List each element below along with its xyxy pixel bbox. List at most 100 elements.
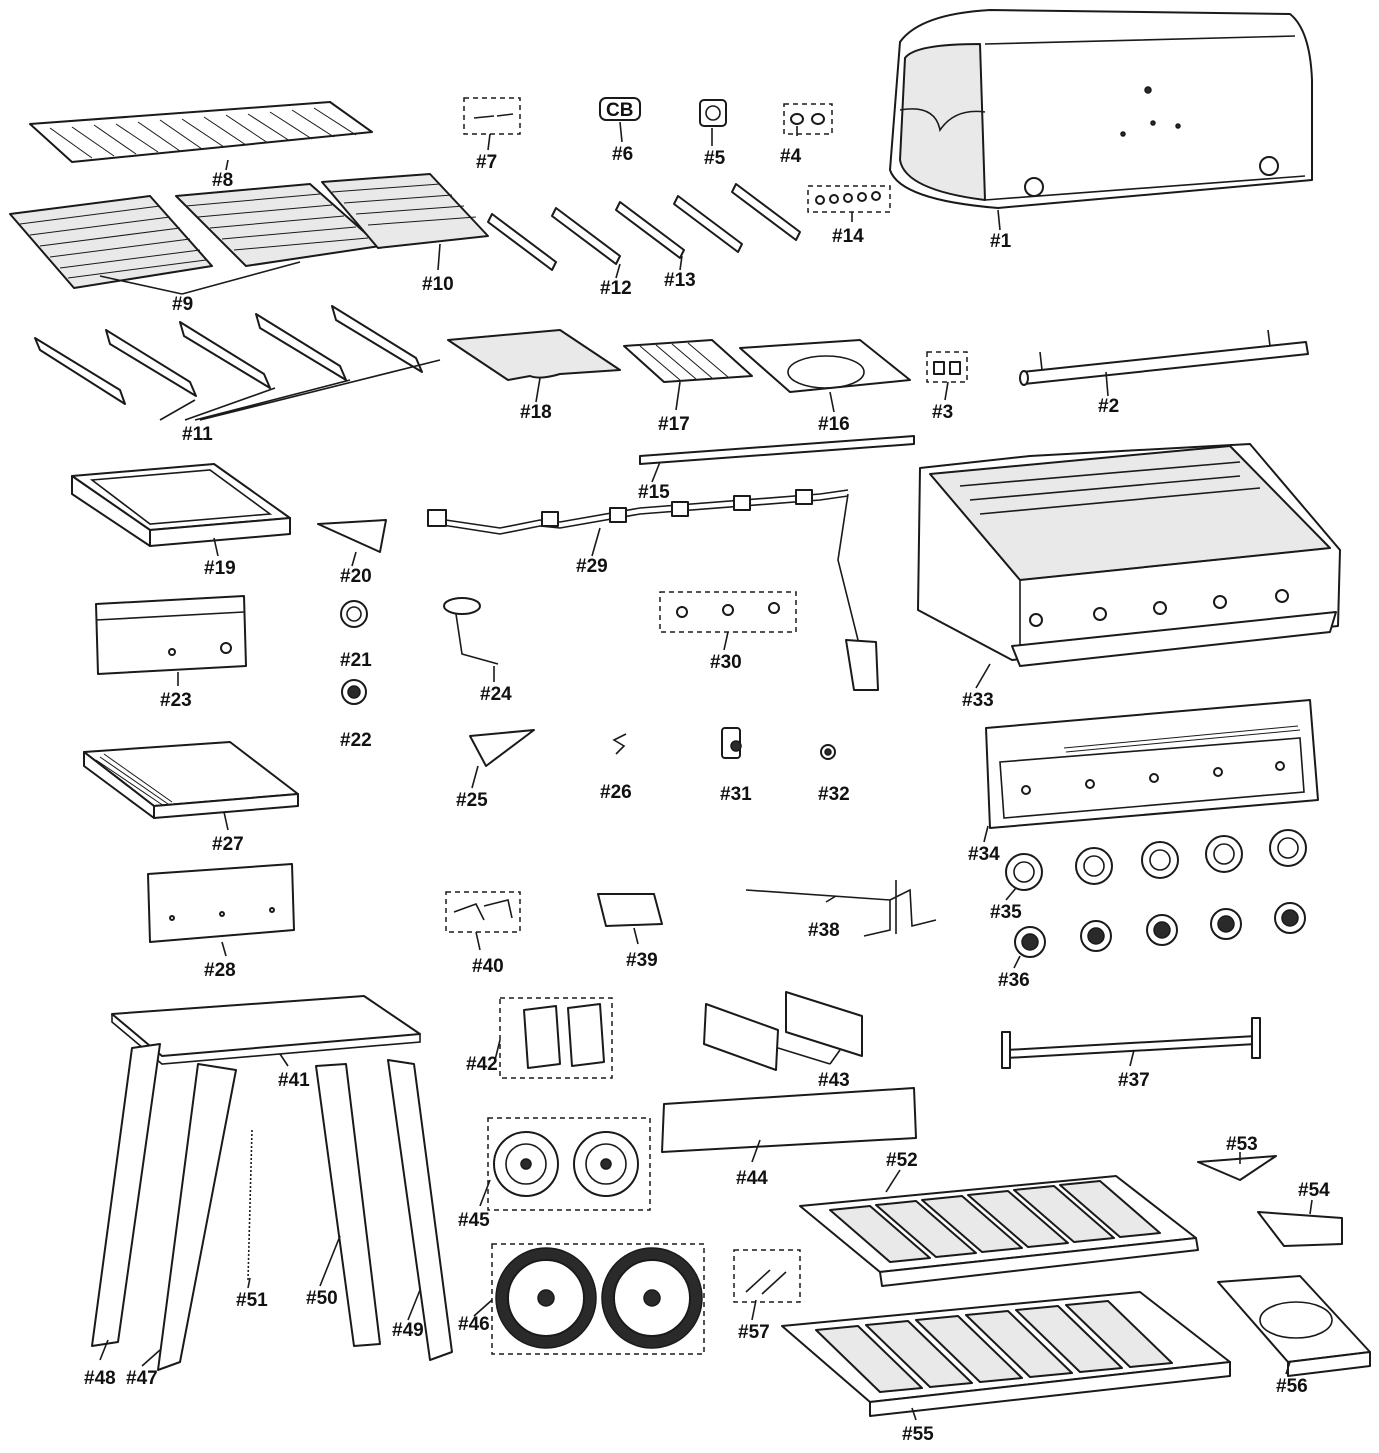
label-2: #2 [1098, 396, 1119, 417]
label-55: #55 [902, 1424, 934, 1445]
part-chain [247, 1129, 253, 1281]
label-47: #47 [126, 1368, 158, 1389]
part-cart-top [111, 995, 421, 1065]
label-42: #42 [466, 1054, 498, 1075]
part-labels: #1 #2 #3 #4 #5 #6 #7 #8 #9 #10 #11 #12 #… [84, 144, 1330, 1445]
part-legs [91, 1043, 453, 1371]
part-control-panel [985, 699, 1319, 829]
part-thermometer [699, 99, 727, 127]
logo-text: CB [606, 100, 633, 121]
part-spacer-a [790, 113, 804, 125]
part-wheels-box [491, 1243, 705, 1355]
label-30: #30 [710, 652, 742, 673]
label-40: #40 [472, 956, 504, 977]
part-spacer-b [811, 113, 825, 125]
label-16: #16 [818, 414, 850, 435]
label-25: #25 [456, 790, 488, 811]
label-41: #41 [278, 1070, 310, 1091]
part-cross-bar [1001, 1017, 1261, 1069]
part-back-panel [661, 1087, 917, 1153]
part-firebox [917, 443, 1341, 667]
part-bottom-shelf-55 [781, 1291, 1231, 1417]
part-bezels [1005, 829, 1307, 891]
part-bracket-25 [469, 729, 535, 767]
part-heat-tents [34, 305, 441, 421]
part-burners [487, 183, 801, 271]
part-igniter [721, 727, 742, 759]
label-44: #44 [736, 1168, 768, 1189]
label-19: #19 [204, 558, 236, 579]
label-18: #18 [520, 402, 552, 423]
part-side-burner-grate [623, 339, 753, 383]
label-57: #57 [738, 1322, 770, 1343]
part-clip-a [933, 361, 945, 375]
label-15: #15 [638, 482, 670, 503]
part-knobs [1014, 902, 1306, 958]
part-gas-manifold [427, 489, 879, 691]
label-7: #7 [476, 152, 497, 173]
part-spacers-box [783, 103, 833, 135]
part-cooking-grate-left [9, 195, 213, 289]
label-1: #1 [990, 231, 1012, 252]
label-32: #32 [818, 784, 850, 805]
part-lid [889, 9, 1313, 209]
part-nuts-box [807, 185, 891, 213]
label-29: #29 [576, 556, 608, 577]
part-clips-box [926, 351, 968, 383]
label-46: #46 [458, 1314, 490, 1335]
label-53: #53 [1226, 1134, 1258, 1155]
label-14: #14 [832, 226, 864, 247]
part-side-panel-28 [147, 863, 295, 943]
label-22: #22 [340, 730, 372, 751]
part-cooking-grate-right [321, 173, 489, 249]
part-screw-a [473, 115, 495, 119]
part-side-shelf-27 [83, 741, 299, 819]
part-brackets-40-box [445, 891, 521, 933]
label-17: #17 [658, 414, 690, 435]
part-grease-tray [597, 893, 663, 927]
label-26: #26 [600, 782, 632, 803]
label-38: #38 [808, 920, 840, 941]
part-screw-b [496, 113, 514, 117]
label-56: #56 [1276, 1376, 1308, 1397]
label-49: #49 [392, 1320, 424, 1341]
part-tank-hook [745, 880, 937, 937]
part-clip-b [949, 361, 961, 375]
label-36: #36 [998, 970, 1030, 991]
part-hubs-box [487, 1117, 651, 1211]
label-51: #51 [236, 1290, 268, 1311]
part-side-shelf-frame [71, 463, 291, 547]
part-screws-box [463, 97, 521, 135]
label-5: #5 [704, 148, 726, 169]
label-10: #10 [422, 274, 454, 295]
part-side-burner-tray [739, 339, 911, 393]
part-cooking-grate-center [175, 183, 381, 267]
label-35: #35 [990, 902, 1022, 923]
label-4: #4 [780, 146, 802, 167]
part-caster-housings-box [499, 997, 613, 1079]
label-33: #33 [962, 690, 994, 711]
label-45: #45 [458, 1210, 490, 1231]
part-handle-bar [1019, 329, 1309, 386]
label-13: #13 [664, 270, 696, 291]
label-34: #34 [968, 844, 1000, 865]
part-rail [639, 435, 915, 465]
part-bracket-53 [1197, 1155, 1277, 1181]
leader-lines [99, 121, 1313, 1421]
label-54: #54 [1298, 1180, 1330, 1201]
label-52: #52 [886, 1150, 918, 1171]
label-31: #31 [720, 784, 752, 805]
part-tank-tray [1217, 1275, 1371, 1377]
label-48: #48 [84, 1368, 116, 1389]
part-bezel-21 [340, 600, 368, 628]
label-50: #50 [306, 1288, 338, 1309]
part-bracket-54 [1257, 1211, 1343, 1247]
label-21: #21 [340, 650, 372, 671]
label-6: #6 [612, 144, 633, 165]
label-12: #12 [600, 278, 632, 299]
part-axle-pins-box [733, 1249, 801, 1303]
label-24: #24 [480, 684, 512, 705]
label-23: #23 [160, 690, 192, 711]
part-warming-rack [29, 101, 373, 163]
